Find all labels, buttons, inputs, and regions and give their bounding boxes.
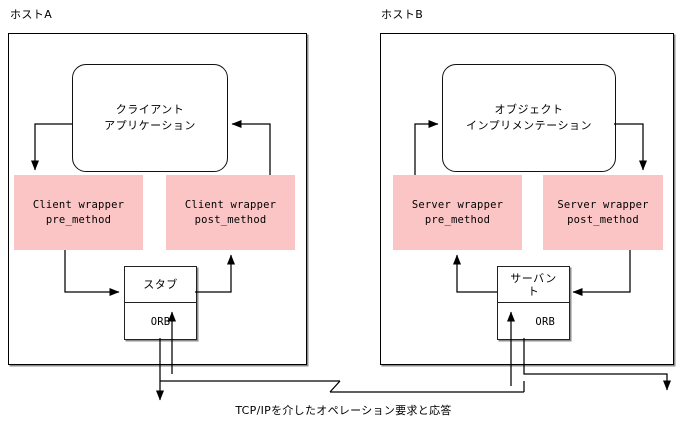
server-wrapper-post-line2: post_method: [567, 213, 639, 226]
client-application-line1: クライアント: [115, 103, 185, 116]
servant-label: サーバン ト: [498, 267, 569, 303]
object-implementation-box: オブジェクト インプリメンテーション: [442, 64, 616, 172]
server-wrapper-post-method-box: Server wrapper post_method: [543, 175, 663, 250]
server-wrapper-pre-line1: Server wrapper: [411, 198, 504, 211]
host-b-label: ホストB: [381, 8, 424, 21]
host-a-label: ホストA: [10, 8, 53, 21]
client-application-box: クライアント アプリケーション: [72, 64, 228, 172]
servant-label-line1: サーバン: [510, 271, 557, 285]
server-wrapper-pre-line2: pre_method: [424, 213, 491, 226]
servant-label-line2: ト: [527, 284, 540, 298]
client-wrapper-post-line2: post_method: [194, 213, 267, 226]
server-wrapper-pre-method-box: Server wrapper pre_method: [393, 175, 522, 250]
network-caption: TCP/IPを介したオペレーション要求と応答: [235, 404, 452, 417]
server-wrapper-post-line1: Server wrapper: [557, 198, 649, 211]
object-implementation-line1: オブジェクト: [494, 103, 564, 116]
server-orb-label: ORB: [535, 315, 555, 328]
client-wrapper-post-method-box: Client wrapper post_method: [166, 175, 295, 250]
network-bus-break: [329, 380, 341, 393]
client-wrapper-post-line1: Client wrapper: [184, 198, 277, 211]
client-wrapper-pre-line2: pre_method: [45, 213, 112, 226]
servant-orb-box: サーバン ト ORB: [497, 266, 570, 340]
host-a-container: [8, 33, 307, 365]
client-orb-label: ORB: [150, 315, 171, 328]
object-implementation-line2: インプリメンテーション: [466, 119, 592, 132]
client-wrapper-pre-line1: Client wrapper: [32, 198, 125, 211]
client-application-line2: アプリケーション: [104, 119, 196, 132]
stub-orb-box: スタブ ORB: [124, 266, 197, 340]
stub-label: スタブ: [125, 267, 196, 303]
client-wrapper-pre-method-box: Client wrapper pre_method: [14, 175, 143, 250]
